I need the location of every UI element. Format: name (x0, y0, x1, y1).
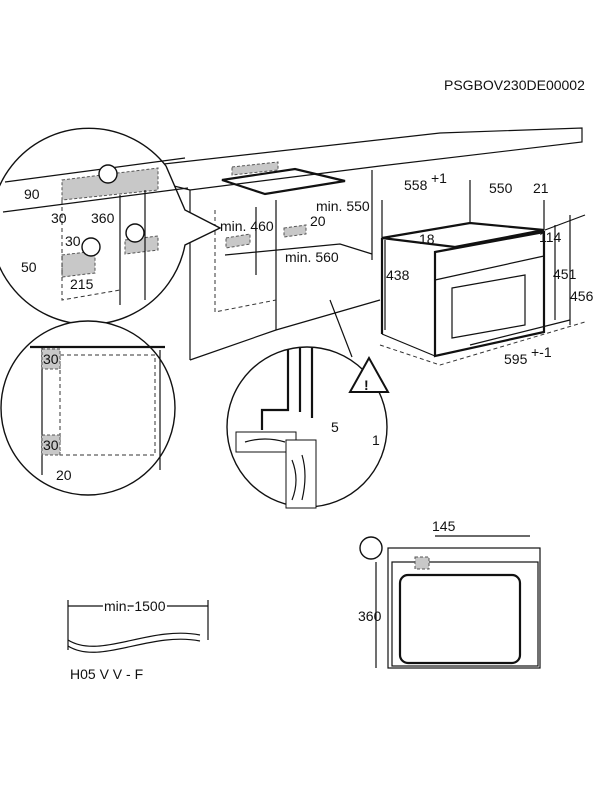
dim-50: 50 (21, 259, 37, 275)
dim-595-tolerance: +-1 (531, 344, 552, 360)
dim-558-tolerance: +1 (431, 170, 447, 186)
detail-circle-top-left (0, 127, 222, 325)
dim-360-top: 360 (91, 210, 115, 226)
dim-438: 438 (386, 267, 410, 283)
cable-length: min. 1500 (104, 598, 166, 614)
dim-30-top: 30 (51, 210, 67, 226)
dim-451: 451 (553, 266, 577, 282)
dim-456: 456 (570, 288, 594, 304)
dim-30-mid: 30 (65, 233, 81, 249)
dim-1: 1 (372, 432, 380, 448)
warning-icon (348, 355, 390, 393)
power-cable (67, 600, 209, 653)
oven (379, 180, 586, 366)
document-code: PSGBOV230DE00002 (444, 77, 585, 93)
dim-30-lower: 30 (43, 437, 59, 453)
oven-front-connection (359, 535, 541, 669)
dim-145: 145 (432, 518, 456, 534)
dim-114: 114 (539, 229, 562, 245)
dim-550: 550 (489, 180, 513, 196)
dim-90: 90 (24, 186, 40, 202)
dim-20: 20 (310, 213, 326, 229)
hob (221, 167, 346, 196)
cable-type: H05 V V - F (70, 666, 143, 682)
dim-215: 215 (70, 276, 94, 292)
kitchen-cabinet (109, 127, 583, 361)
dim-min-560: min. 560 (285, 249, 339, 265)
dim-360-connection: 360 (358, 608, 382, 624)
dim-30-upper: 30 (43, 351, 59, 367)
detail-circle-mounting: ! (226, 299, 390, 509)
dim-5: 5 (331, 419, 339, 435)
dim-21: 21 (533, 180, 549, 196)
detail-circle-bottom-left (0, 320, 176, 496)
dim-595: 595 (504, 351, 528, 367)
dim-20-bottom: 20 (56, 467, 72, 483)
dim-558: 558 (404, 177, 428, 193)
dim-min-460: min. 460 (220, 218, 274, 234)
dim-18: 18 (419, 231, 435, 247)
svg-text:!: ! (364, 377, 369, 393)
dim-min-550: min. 550 (316, 198, 370, 214)
